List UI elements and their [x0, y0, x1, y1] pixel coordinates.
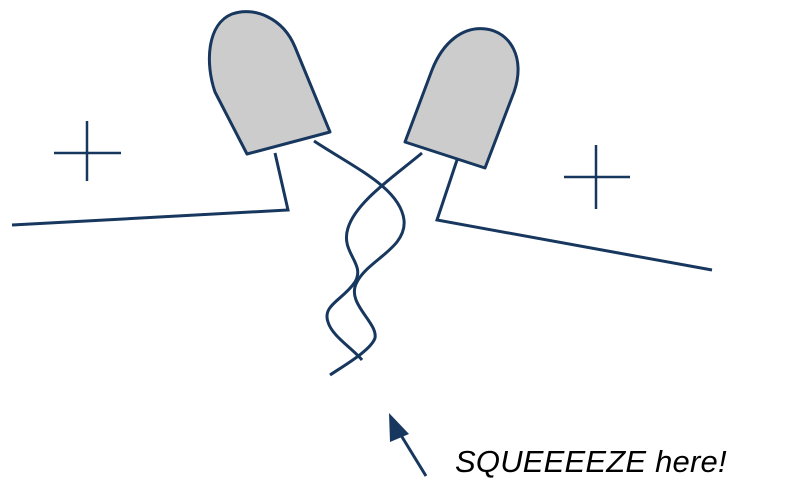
right-clip — [403, 27, 520, 170]
twisted-lead-b — [325, 151, 423, 361]
arrow-up-icon — [389, 413, 428, 477]
right-plus-icon — [564, 145, 630, 209]
left-wire — [11, 152, 290, 227]
right-wire — [435, 159, 713, 272]
left-clip — [207, 10, 332, 156]
squeeze-caption: SQUEEEEZE here! — [455, 444, 727, 479]
left-plus-icon — [54, 121, 121, 181]
twisted-lead-a — [313, 139, 406, 377]
